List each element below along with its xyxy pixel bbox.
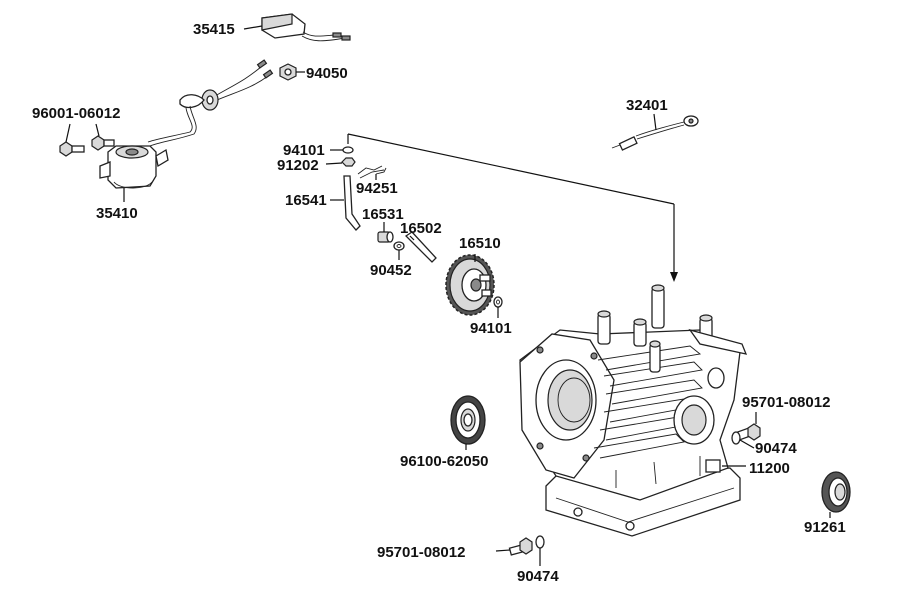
part-95701-08012-bolt-bottom — [508, 537, 533, 556]
label-95701-08012-right: 95701-08012 — [742, 394, 830, 411]
part-35410-oil-level-switch — [99, 145, 169, 189]
part-94251-spring — [357, 165, 387, 179]
part-16531-shaft-collar — [377, 231, 394, 243]
part-16541-governor-arm — [343, 175, 361, 231]
governor-assembly-leader — [347, 133, 678, 282]
part-91202-nut — [341, 157, 356, 167]
part-94101-clip — [342, 146, 354, 154]
label-11200: 11200 — [749, 460, 790, 477]
label-16502: 16502 — [400, 220, 442, 237]
part-16510-governor-gear — [445, 254, 495, 316]
part-90474-washer-bottom — [535, 535, 545, 549]
label-90452: 90452 — [370, 262, 412, 279]
label-16531: 16531 — [362, 206, 404, 223]
part-90474-washer-right — [731, 431, 741, 445]
label-16541: 16541 — [285, 192, 327, 209]
part-90452-washer — [393, 241, 405, 251]
part-94050-nut — [279, 63, 297, 81]
label-96001-06012: 96001-06012 — [32, 105, 120, 122]
label-96100-62050: 96100-62050 — [400, 453, 488, 470]
part-35410-harness-wires — [147, 59, 274, 147]
label-91261: 91261 — [804, 519, 846, 536]
label-16510: 16510 — [459, 235, 501, 252]
part-35415-oil-sensor-module — [261, 13, 351, 42]
label-32401: 32401 — [626, 97, 668, 114]
label-94251: 94251 — [356, 180, 398, 197]
label-90474-right: 90474 — [755, 440, 797, 457]
label-95701-08012-bottom: 95701-08012 — [377, 544, 465, 561]
label-90474-bottom: 90474 — [517, 568, 559, 585]
part-94101-washer — [493, 296, 503, 308]
part-96100-62050-bearing — [450, 395, 486, 445]
label-91202: 91202 — [277, 157, 319, 174]
label-94101-lower: 94101 — [470, 320, 512, 337]
part-11200-crankcase — [519, 284, 748, 537]
part-32401-ground-wire — [611, 115, 699, 151]
part-91261-oil-seal — [821, 471, 851, 513]
label-35410: 35410 — [96, 205, 138, 222]
label-94050: 94050 — [306, 65, 348, 82]
label-94101-upper: 94101 — [283, 142, 325, 159]
label-35415: 35415 — [193, 21, 235, 38]
part-96001-06012-bolts — [59, 135, 115, 157]
